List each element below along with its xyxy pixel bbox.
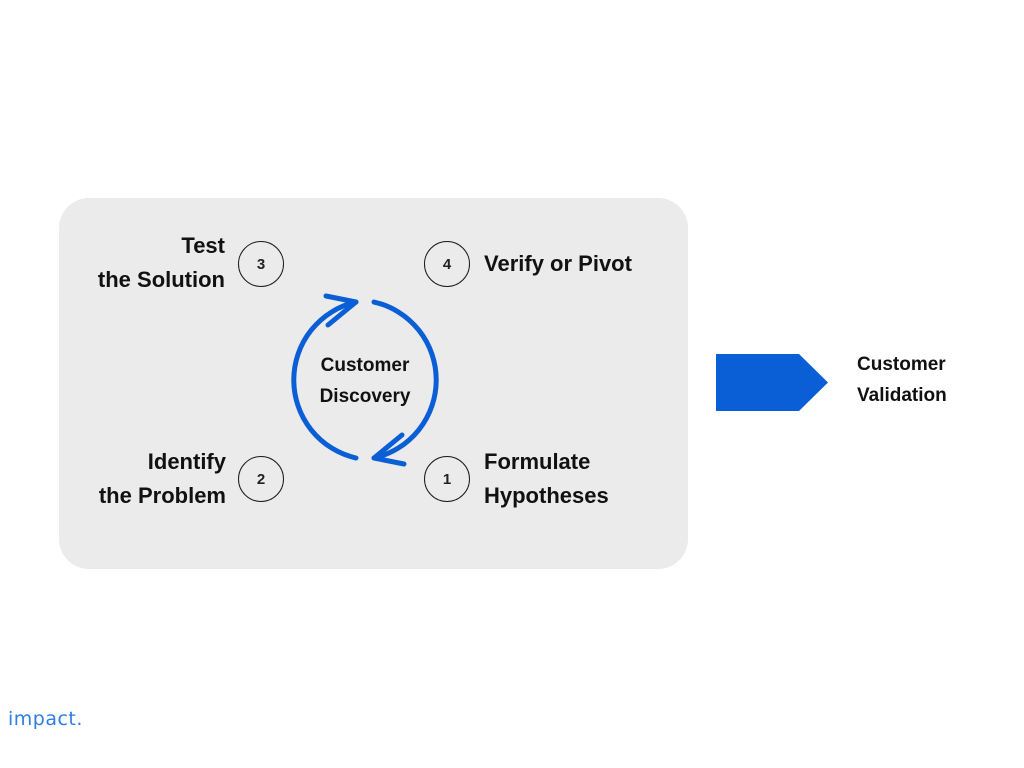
cycle-arrow-left-arc bbox=[291, 299, 359, 461]
customer-discovery-line-2: Discovery bbox=[319, 386, 411, 407]
step-3-label-line-1: Test bbox=[181, 233, 225, 258]
step-4-number-circle: 4 bbox=[424, 241, 470, 287]
customer-discovery-line-1: Customer bbox=[320, 355, 410, 376]
cycle-arrowhead-bottom bbox=[371, 432, 407, 467]
step-2-label: Identify the Problem bbox=[99, 445, 226, 513]
step-1-number-circle: 1 bbox=[424, 456, 470, 502]
customer-validation-line-1: Customer bbox=[857, 354, 946, 375]
step-3-number-circle: 3 bbox=[238, 241, 284, 287]
customer-validation-line-2: Validation bbox=[857, 385, 947, 406]
impact-logo: impact. bbox=[8, 708, 83, 730]
customer-discovery-panel bbox=[59, 198, 688, 569]
next-stage-arrow-icon bbox=[716, 354, 828, 411]
cycle-arrow-right-arc bbox=[371, 299, 439, 461]
step-2-label-line-2: the Problem bbox=[98, 483, 226, 508]
step-4-label-line-1: Verify or Pivot bbox=[484, 251, 632, 276]
customer-validation-label: Customer Validation bbox=[857, 349, 947, 411]
step-3-label-line-2: the Solution bbox=[97, 267, 225, 292]
cycle-arrows-icon bbox=[291, 293, 439, 467]
cycle-arrowhead-top bbox=[323, 293, 359, 328]
customer-discovery-label: Customer Discovery bbox=[290, 350, 440, 412]
step-3-label: Test the Solution bbox=[98, 229, 225, 297]
step-2-label-line-1: Identify bbox=[147, 449, 226, 474]
step-1-label: Formulate Hypotheses bbox=[484, 445, 609, 513]
step-1-label-line-2: Hypotheses bbox=[484, 483, 609, 508]
step-1-label-line-1: Formulate bbox=[484, 449, 591, 474]
step-2-number-circle: 2 bbox=[238, 456, 284, 502]
step-4-label: Verify or Pivot bbox=[484, 247, 632, 281]
